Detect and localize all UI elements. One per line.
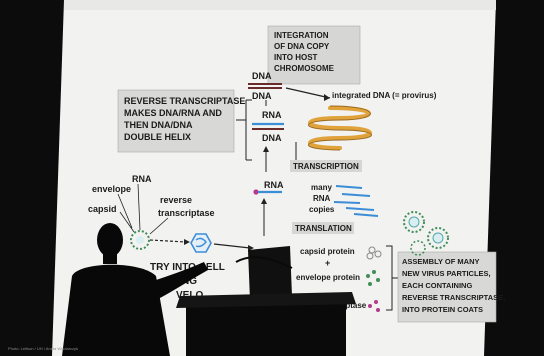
rt-line-2: MAKES DNA/RNA AND: [124, 108, 222, 118]
dna-dna-top: DNA DNA: [248, 71, 282, 101]
capsid-protein-label: capsid protein: [300, 247, 355, 256]
uncoated-capsid-icon: [190, 233, 212, 253]
rt-line-3: THEN DNA/DNA: [124, 120, 193, 130]
integration-line-2: OF DNA COPY: [274, 42, 330, 51]
virus-transcriptase-label: transcriptase: [158, 208, 215, 218]
entry-text-line-1: TRY INTO CELL: [150, 262, 225, 273]
provirus-coil: [308, 106, 372, 150]
envelope-protein-label: envelope protein: [296, 273, 360, 282]
projection-screen: [52, 0, 496, 356]
integrated-dna-label: integrated DNA (= provirus): [332, 91, 437, 100]
arrow-to-rna: [213, 243, 251, 249]
new-virus-particles: [403, 211, 449, 256]
assembly-line-4: REVERSE TRANSCRIPTASE,: [402, 293, 505, 302]
transcriptase-protein-icon: [368, 300, 380, 312]
rt-line-4: DOUBLE HELIX: [124, 132, 191, 142]
virus-rna-label: RNA: [132, 174, 152, 184]
translation-label: TRANSLATION: [295, 224, 352, 233]
dna-bottom-label: DNA: [252, 91, 272, 101]
envelope-protein-icon: [366, 270, 380, 286]
rt-bracket: [236, 99, 252, 161]
assembly-box: ASSEMBLY OF MANY NEW VIRUS PARTICLES, EA…: [397, 251, 505, 323]
rna-lower: RNA: [253, 180, 284, 195]
rna-lower-label: RNA: [264, 180, 284, 190]
assembly-line-3: EACH CONTAINING: [402, 281, 472, 290]
arrowhead-provirus: [324, 94, 330, 101]
integration-line-3: INTO HOST: [274, 53, 318, 62]
speaker-silhouette: [62, 223, 208, 356]
virus-label-leaders: [117, 183, 169, 235]
rna-mid-label: RNA: [262, 110, 282, 120]
assembly-line-2: NEW VIRUS PARTICLES,: [402, 269, 491, 278]
virus-reverse-label: reverse: [160, 195, 192, 205]
dna-mid-label: DNA: [262, 133, 282, 143]
rna-dna-hybrid: RNA DNA: [252, 110, 284, 143]
transcription-tag: TRANSCRIPTION: [290, 160, 362, 172]
transcription-label: TRANSCRIPTION: [293, 162, 359, 171]
rna-copy-strands: [333, 185, 379, 217]
integration-line-4: CHROMOSOME: [274, 64, 335, 73]
virus-envelope-label: envelope: [92, 184, 131, 194]
dna-top-label: DNA: [252, 71, 272, 81]
translation-tag: TRANSLATION: [292, 222, 354, 234]
virus-capsid-label: capsid: [88, 204, 117, 214]
capsid-protein-icon: [366, 246, 382, 260]
integration-line-1: INTEGRATION: [274, 31, 329, 40]
plus-sign: +: [325, 258, 330, 268]
rna-copies-line-3: copies: [309, 205, 335, 214]
reverse-transcriptase-box: REVERSE TRANSCRIPTASE MAKES DNA/RNA AND …: [117, 89, 245, 153]
photo-credit: Photo: Leifson / UH / Aneta Wlodarczyk: [8, 346, 78, 351]
integration-box: INTEGRATION OF DNA COPY INTO HOST CHROMO…: [267, 25, 361, 85]
rna-copies-line-1: many: [311, 183, 332, 192]
entering-virus-icon: [130, 230, 150, 250]
assembly-line-1: ASSEMBLY OF MANY: [402, 257, 480, 266]
microphone: [235, 256, 293, 269]
arrow-to-provirus: [285, 87, 331, 99]
lectern: [176, 246, 356, 356]
assembly-line-5: INTO PROTEIN COATS: [402, 305, 483, 314]
entry-arrow: [149, 239, 187, 243]
rt-line-1: REVERSE TRANSCRIPTASE: [124, 96, 245, 106]
rna-copies-line-2: RNA: [313, 194, 331, 203]
entry-text-line-3: VELO: [176, 290, 203, 301]
